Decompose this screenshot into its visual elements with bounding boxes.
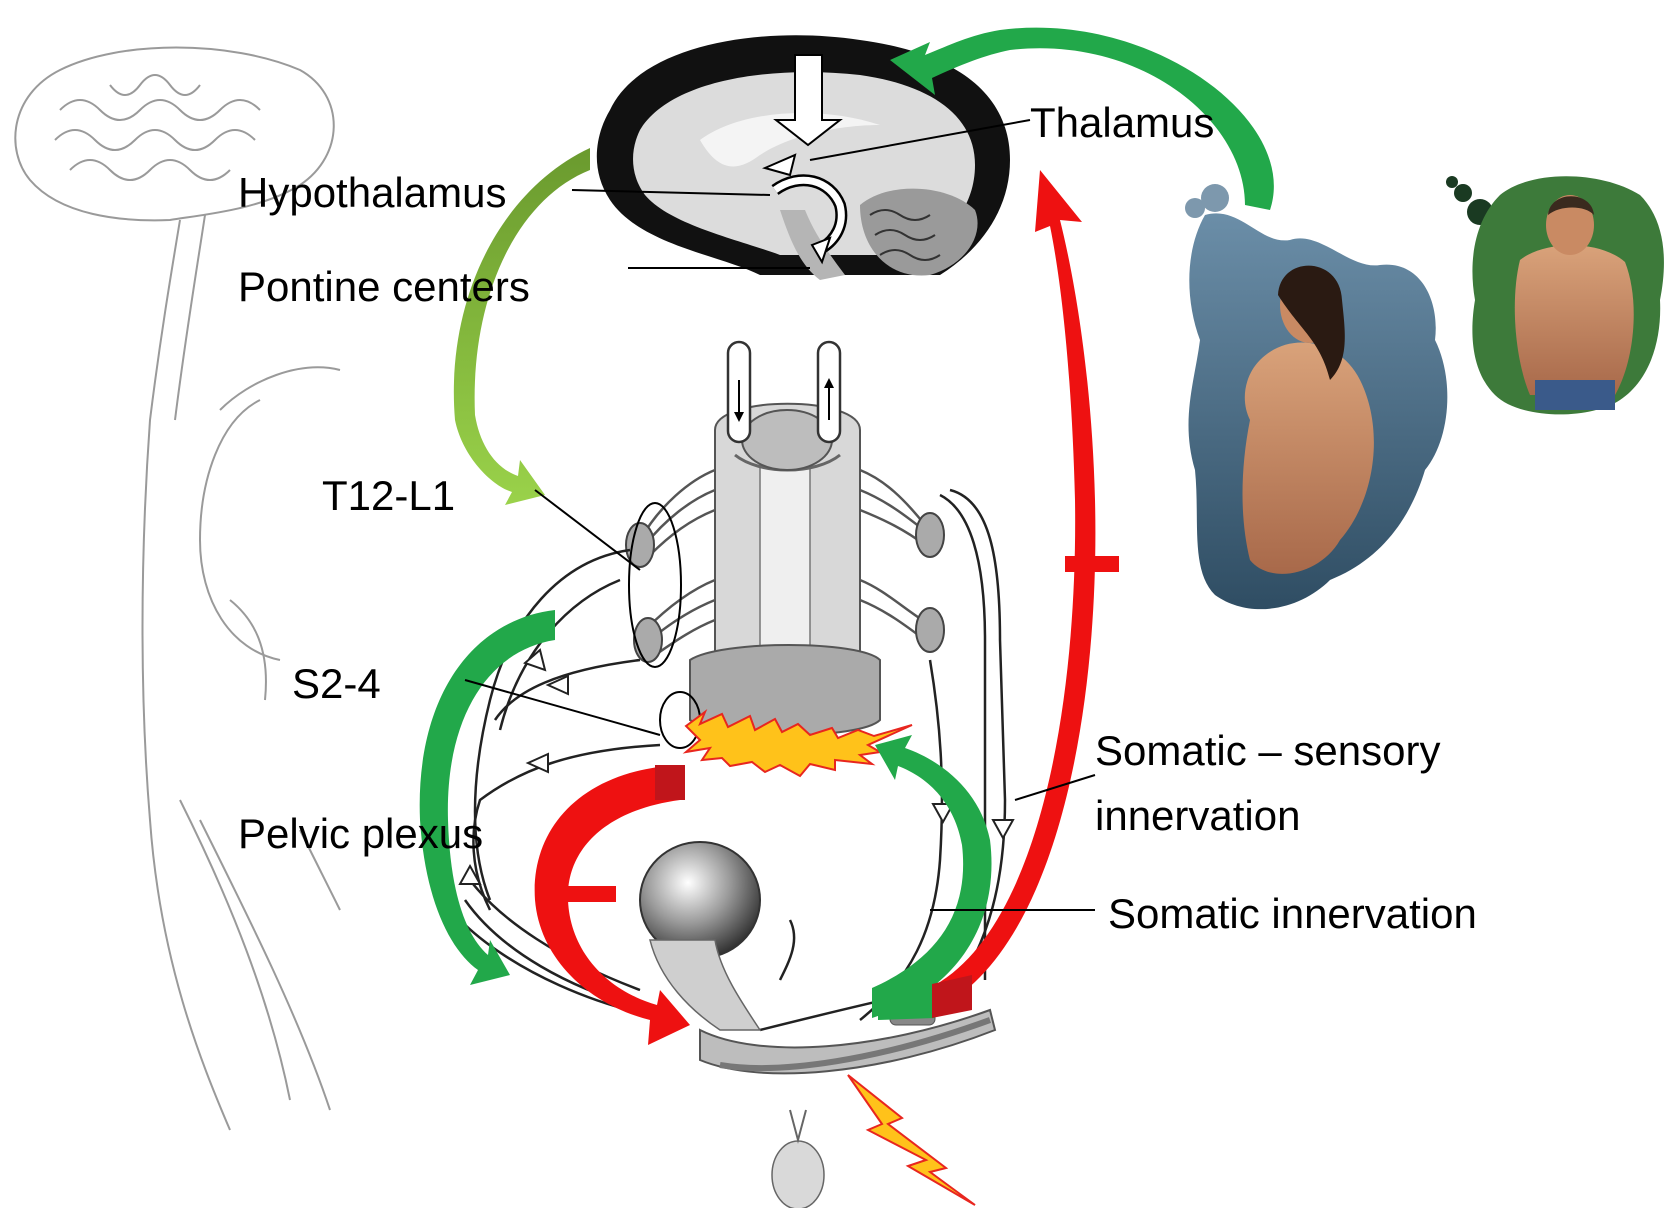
thought-bubble-woman-icon bbox=[1185, 184, 1447, 609]
lightning-bolt-icon bbox=[848, 1075, 975, 1205]
label-thalamus: Thalamus bbox=[1030, 102, 1214, 144]
pelvic-organs-icon bbox=[640, 842, 995, 1208]
spinal-cord-icon bbox=[626, 342, 944, 748]
label-hypothalamus: Hypothalamus bbox=[238, 172, 506, 214]
label-pontine-centers: Pontine centers bbox=[238, 266, 530, 308]
inhibition-minus-lower bbox=[562, 886, 616, 902]
label-somatic-innervation: Somatic innervation bbox=[1108, 893, 1477, 935]
label-pelvic-plexus: Pelvic plexus bbox=[238, 813, 483, 855]
label-s2-4: S2-4 bbox=[292, 663, 381, 705]
label-somatic-sensory-innervation: innervation bbox=[1095, 795, 1300, 837]
brain-sagittal-icon bbox=[597, 35, 1010, 280]
label-somatic-sensory: Somatic – sensory bbox=[1095, 730, 1440, 772]
inhibition-minus-upper bbox=[1065, 556, 1119, 572]
label-t12-l1: T12-L1 bbox=[322, 475, 455, 517]
thought-bubble-man-icon bbox=[1446, 176, 1664, 414]
red-arrow-to-thalamus bbox=[935, 170, 1095, 1010]
